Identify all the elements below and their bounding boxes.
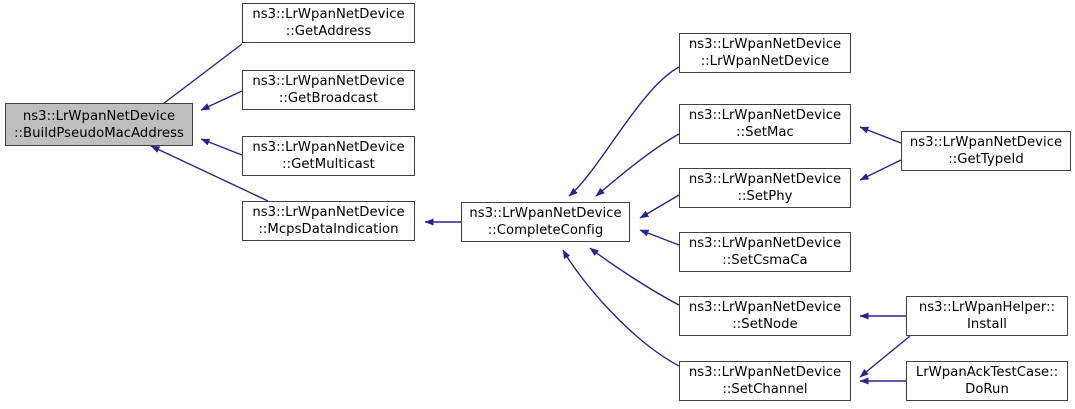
graph-node-set_phy[interactable]: ns3::LrWpanNetDevice::SetPhy [679, 168, 851, 208]
graph-node-label-line2: DoRun [965, 382, 1009, 397]
graph-node-get_address[interactable]: ns3::LrWpanNetDevice::GetAddress [242, 3, 415, 43]
graph-node-label-line2: Install [966, 317, 1008, 332]
graph-node-label-line1: ns3::LrWpanNetDevice [252, 140, 405, 155]
graph-node-label-line1: ns3::LrWpanNetDevice [688, 172, 842, 187]
graph-node-get_type_id[interactable]: ns3::LrWpanNetDevice::GetTypeId [901, 131, 1071, 171]
graph-node-label-line2: ::SetMac [736, 125, 794, 140]
graph-node-label-line2: ::GetAddress [285, 24, 372, 39]
graph-node-label-line1: ns3::LrWpanNetDevice [469, 206, 622, 221]
graph-node-get_broadcast[interactable]: ns3::LrWpanNetDevice::GetBroadcast [242, 70, 415, 110]
graph-node-label-line1: ns3::LrWpanNetDevice [252, 74, 405, 89]
graph-node-label-line1: ns3::LrWpanNetDevice [688, 37, 842, 52]
graph-node-label-line1: LrWpanAckTestCase:: [915, 365, 1059, 380]
call-edge-lr_wpan_helper_install-to-set_channel [859, 335, 911, 378]
graph-node-label-line2: ::GetTypeId [948, 152, 1024, 167]
graph-node-lr_wpan_ack_test_case_dorun[interactable]: LrWpanAckTestCase::DoRun [906, 361, 1068, 401]
call-edge-lr_wpan_net_device_ctor-to-complete_config [568, 66, 680, 197]
graph-node-set_node[interactable]: ns3::LrWpanNetDevice::SetNode [679, 296, 851, 336]
graph-node-label-line2: ::GetBroadcast [278, 91, 379, 106]
graph-node-label-line1: ns3::LrWpanNetDevice [909, 135, 1063, 150]
call-edge-set_node-to-complete_config [589, 247, 680, 306]
call-edge-set_channel-to-complete_config [562, 249, 680, 367]
graph-node-mcps_data_indication[interactable]: ns3::LrWpanNetDevice::McpsDataIndication [242, 201, 415, 241]
call-edge-get_multicast-to-build_pseudo_mac_address [200, 138, 243, 156]
graph-node-set_mac[interactable]: ns3::LrWpanNetDevice::SetMac [679, 104, 851, 144]
graph-node-label-line1: ns3::LrWpanHelper:: [918, 300, 1056, 315]
graph-node-label-line1: ns3::LrWpanNetDevice [688, 300, 842, 315]
graph-node-label-line1: ns3::LrWpanNetDevice [22, 108, 176, 124]
graph-node-label-line1: ns3::LrWpanNetDevice [252, 205, 405, 220]
graph-node-label-line2: ::McpsDataIndication [258, 222, 399, 237]
graph-node-lr_wpan_net_device_ctor[interactable]: ns3::LrWpanNetDevice::LrWpanNetDevice [679, 33, 851, 73]
call-edge-set_csma_ca-to-complete_config [639, 229, 680, 246]
graph-node-lr_wpan_helper_install[interactable]: ns3::LrWpanHelper::Install [906, 296, 1068, 336]
graph-node-get_multicast[interactable]: ns3::LrWpanNetDevice::GetMulticast [242, 136, 415, 176]
graph-node-label-line2: ::GetMulticast [282, 157, 375, 172]
call-edge-set_phy-to-complete_config [639, 194, 680, 219]
graph-node-label-line2: ::LrWpanNetDevice [700, 54, 830, 69]
graph-node-build_pseudo_mac_address[interactable]: ns3::LrWpanNetDevice::BuildPseudoMacAddr… [5, 103, 193, 146]
call-edge-get_type_id-to-set_phy [859, 159, 902, 181]
call-edge-set_mac-to-complete_config [595, 133, 680, 197]
graph-node-label-line2: ::BuildPseudoMacAddress [14, 125, 184, 141]
graph-node-label-line1: ns3::LrWpanNetDevice [688, 236, 842, 251]
call-edge-get_broadcast-to-build_pseudo_mac_address [200, 90, 243, 111]
call-edge-get_type_id-to-set_mac [859, 126, 902, 144]
graph-node-set_channel[interactable]: ns3::LrWpanNetDevice::SetChannel [679, 361, 851, 401]
graph-node-label-line2: ::SetNode [732, 317, 798, 332]
graph-node-label-line2: ::SetChannel [722, 382, 808, 397]
graph-node-set_csma_ca[interactable]: ns3::LrWpanNetDevice::SetCsmaCa [679, 232, 851, 272]
graph-node-label-line1: ns3::LrWpanNetDevice [688, 365, 842, 380]
graph-node-label-line2: ::CompleteConfig [487, 223, 604, 238]
graph-node-label-line1: ns3::LrWpanNetDevice [252, 7, 405, 22]
graph-node-complete_config[interactable]: ns3::LrWpanNetDevice::CompleteConfig [461, 202, 630, 242]
graph-node-label-line1: ns3::LrWpanNetDevice [688, 108, 842, 123]
graph-node-label-line2: ::SetPhy [737, 189, 793, 204]
graph-node-label-line2: ::SetCsmaCa [722, 253, 808, 268]
